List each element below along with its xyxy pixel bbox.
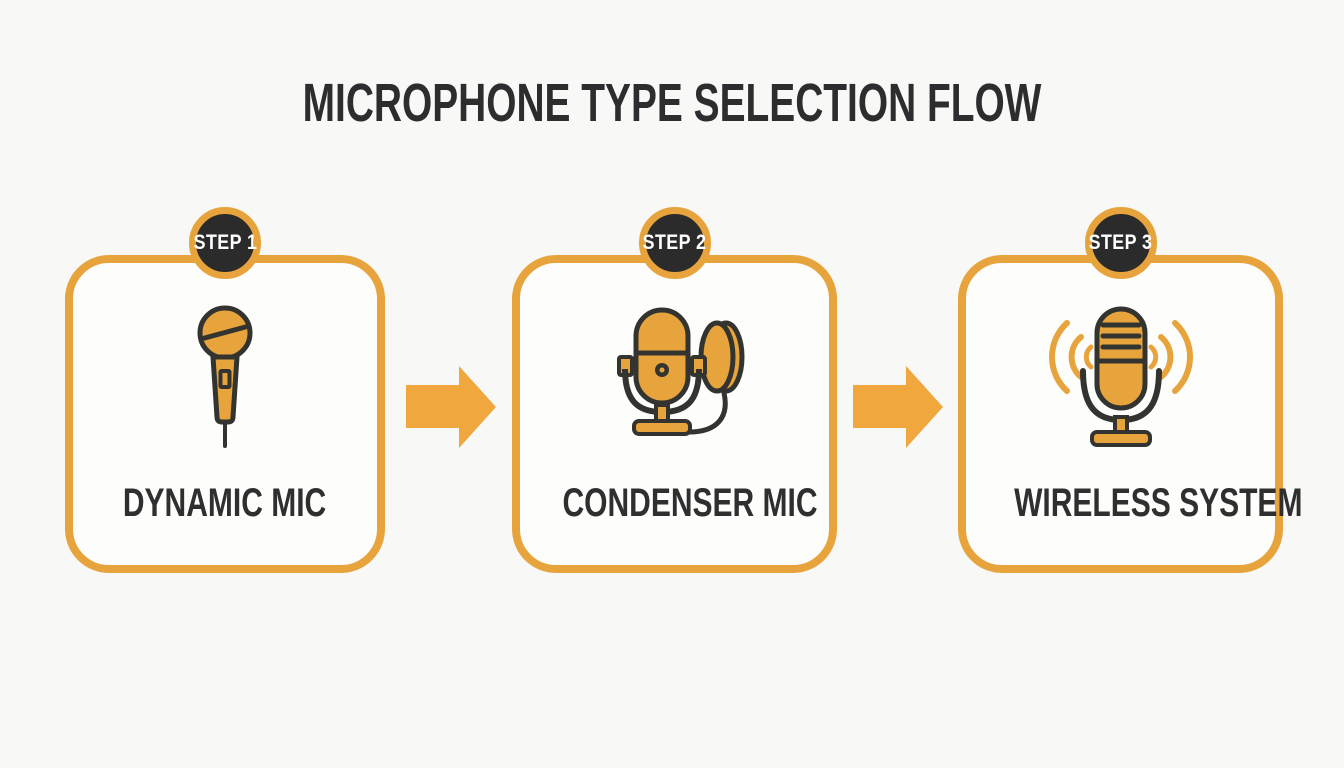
step-1-badge-label: STEP 1 [193,231,257,254]
arrow-right-icon [406,366,496,448]
step-1-badge: STEP 1 [189,207,261,279]
step-card-dynamic-mic: STEP 1 DYNAMIC MIC [65,207,385,573]
step-2-badge-label: STEP 2 [642,231,707,254]
arrow-right-icon [853,366,943,448]
condenser-mic-icon-wrap [520,305,829,445]
step-1-label: DYNAMIC MIC [123,481,327,525]
step-card-condenser-mic: STEP 2 [512,207,837,573]
step-card-wireless-system: STEP 3 [958,207,1303,573]
condenser-mic-icon [616,307,744,436]
step-2-label: CONDENSER MIC [562,481,818,525]
page-title-text: MICROPHONE TYPE SELECTION FLOW [302,73,1042,133]
dynamic-mic-icon-wrap [73,305,377,455]
dynamic-mic-icon [197,305,253,448]
wireless-mic-icon [1048,306,1193,447]
wireless-mic-icon-wrap [966,305,1275,450]
step-3-badge-label: STEP 3 [1088,231,1153,254]
page-title: MICROPHONE TYPE SELECTION FLOW [0,76,1344,130]
step-3-label: WIRELESS SYSTEM [1014,481,1303,525]
step-2-badge: STEP 2 [638,207,711,279]
step-3-badge: STEP 3 [1084,207,1157,279]
